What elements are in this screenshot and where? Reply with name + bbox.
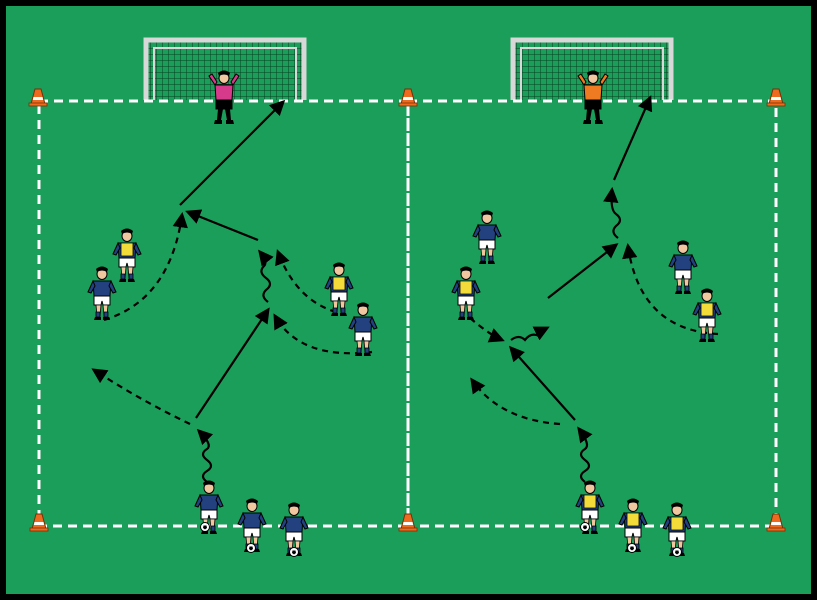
pass-arrow — [185, 209, 259, 242]
pass-arrow — [508, 345, 576, 421]
run-arrow — [103, 211, 188, 322]
dribble-arrow — [603, 186, 622, 239]
ball-icon — [246, 543, 256, 553]
right-field-movements — [469, 95, 719, 483]
run-arrow — [470, 377, 561, 426]
run-arrow — [91, 368, 191, 425]
ball-icon — [580, 522, 590, 532]
dribble-arrow — [258, 249, 274, 303]
run-arrow — [469, 317, 505, 343]
shot-arrow — [612, 95, 653, 181]
ball-icon — [289, 547, 299, 557]
pass-arrow — [547, 243, 619, 299]
ball-icon — [672, 547, 682, 557]
shot-arrow — [179, 99, 286, 206]
dribble-arrow — [196, 428, 214, 483]
pass-arrow — [195, 307, 270, 419]
run-arrow — [622, 242, 719, 336]
ball-icon — [627, 543, 637, 553]
dribble-arrow — [510, 326, 550, 342]
ball-icon — [200, 522, 210, 532]
left-field-movements — [91, 99, 373, 483]
dribble-arrow — [577, 426, 593, 483]
